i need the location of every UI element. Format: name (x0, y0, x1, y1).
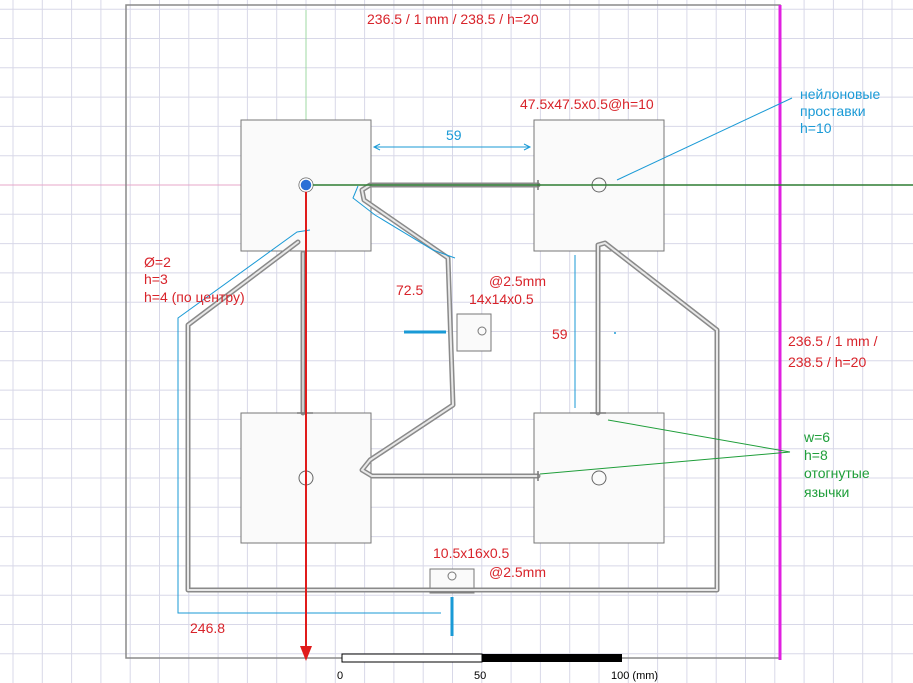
pad-dims-label: 47.5x47.5x0.5@h=10 (520, 96, 654, 112)
center-feed-label-2: 14x14x0.5 (469, 291, 534, 307)
scale-bar: 0 50 100 (mm) (337, 653, 658, 682)
spacing-vertical-label: 59 (552, 326, 568, 342)
bottom-feed-hole (447, 571, 457, 581)
bottom-feed-label-2: @2.5mm (489, 564, 546, 580)
spacers-label-1: нейлоновые (800, 86, 880, 102)
center-feed-hole (477, 326, 487, 336)
dim-246-8-label: 246.8 (190, 620, 225, 636)
spacer-bottom-right (591, 470, 607, 486)
leader-spacers (616, 97, 793, 181)
spacers-label-2: проставки (800, 103, 866, 119)
dim-246-8 (177, 229, 441, 614)
center-feed-label-1: @2.5mm (489, 273, 546, 289)
scale-tick-100: 100 (mm) (611, 670, 658, 682)
right-title-label-1: 236.5 / 1 mm / (788, 333, 878, 349)
spacing-horizontal-label: 59 (446, 127, 462, 143)
y-axis-arrow (300, 646, 312, 661)
tab-leaders (539, 419, 791, 475)
top-title-label: 236.5 / 1 mm / 238.5 / h=20 (367, 11, 539, 27)
right-title-label-2: 238.5 / h=20 (788, 354, 866, 370)
tabs-label-1: w=6 (803, 429, 830, 445)
tabs-label-4: язычки (804, 484, 849, 500)
tabs-label-3: отогнутые (804, 465, 870, 481)
wire-diameter-label: Ø=2 (144, 254, 171, 270)
dim-72-5-label: 72.5 (396, 282, 423, 298)
scale-tick-0: 0 (337, 670, 343, 682)
origin-marker (299, 178, 313, 192)
spacers-label-3: h=10 (800, 120, 832, 136)
bottom-feed-label-1: 10.5x16x0.5 (433, 545, 509, 561)
wire-height-4-label: h=4 (по центру) (144, 289, 245, 305)
tabs-label-2: h=8 (804, 447, 828, 463)
scale-tick-50: 50 (474, 670, 486, 682)
wire-height-3-label: h=3 (144, 271, 168, 287)
dimensions (177, 97, 793, 614)
patch-bottom-right (533, 412, 665, 544)
